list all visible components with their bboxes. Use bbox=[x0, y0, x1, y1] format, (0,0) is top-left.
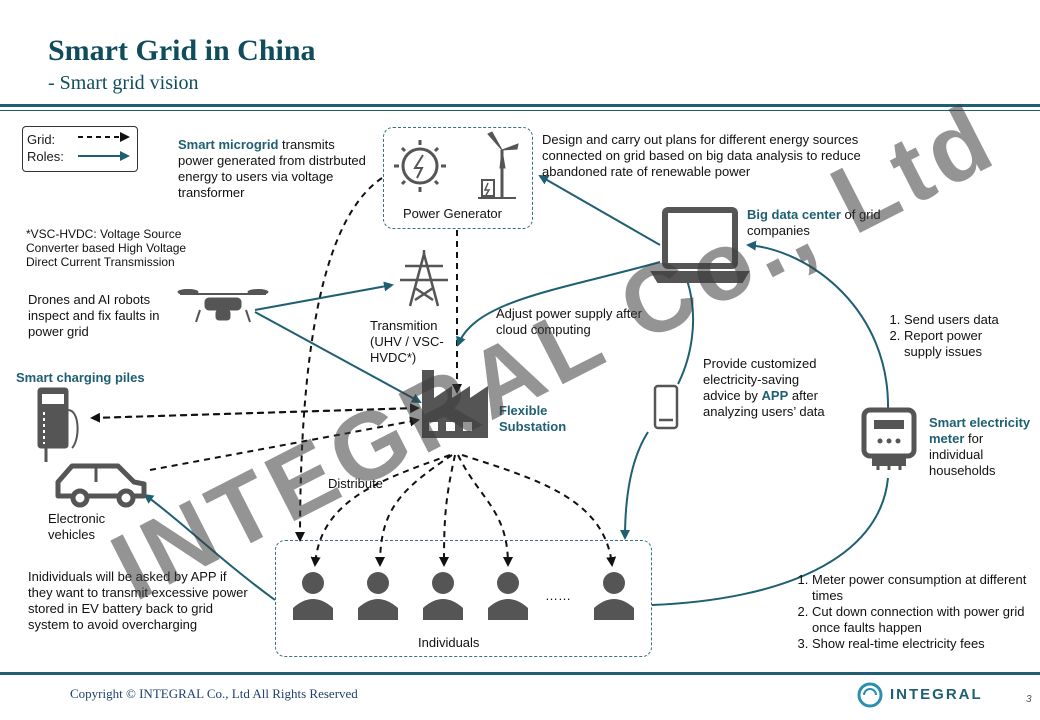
app-annotation: Provide customized electricity-saving ad… bbox=[703, 356, 838, 420]
person-icon bbox=[423, 572, 463, 620]
list-item: Show real-time electricity fees bbox=[812, 636, 1033, 652]
footer-divider bbox=[0, 672, 1040, 675]
smart-meter-icon bbox=[861, 407, 917, 470]
car-icon bbox=[55, 463, 147, 508]
legend-roles-label: Roles: bbox=[27, 149, 64, 164]
microgrid-term: Smart microgrid bbox=[178, 137, 279, 152]
role-arrow-meter-bigdata bbox=[746, 240, 890, 411]
transmission-label: Transmition (UHV / VSC-HVDC*) bbox=[370, 318, 444, 365]
distribute-label: Distribute bbox=[328, 476, 383, 491]
role-arrow-bigdata-substation bbox=[456, 261, 661, 347]
sun-icon bbox=[394, 140, 446, 192]
microgrid-description: transmits power generated from distrbute… bbox=[178, 137, 366, 200]
substation-icon bbox=[422, 370, 488, 438]
vsc-hvdc-note: *VSC-HVDC: Voltage Source Converter base… bbox=[26, 227, 187, 269]
app-annotation-post: after analyzing users’ data bbox=[703, 388, 825, 419]
legend-grid-label: Grid: bbox=[27, 132, 56, 147]
ev-annotation: Inidividuals will be asked by APP if the… bbox=[28, 569, 248, 632]
smart-meter-label: Smart electricity meter for individual h… bbox=[929, 415, 1034, 479]
person-icons bbox=[293, 572, 634, 620]
person-icon bbox=[488, 572, 528, 620]
legend: Grid: Roles: bbox=[22, 126, 138, 172]
smart-meter-rest: for individual households bbox=[929, 431, 996, 478]
role-arrow-bigdata-generator bbox=[538, 175, 661, 246]
header-divider bbox=[0, 104, 1040, 107]
grid-arrow-distribute-5 bbox=[461, 454, 617, 567]
list-item: Cut down connection with power grid once… bbox=[812, 604, 1033, 636]
list-item: Send users data bbox=[904, 312, 1020, 328]
page-subtitle: - Smart grid vision bbox=[48, 72, 199, 94]
individuals-ellipsis: …… bbox=[545, 588, 571, 603]
individuals-label: Individuals bbox=[418, 635, 480, 650]
role-arrow-drone-transmission bbox=[254, 281, 394, 311]
charging-piles-term: Smart charging piles bbox=[16, 370, 145, 385]
role-arrow-individuals-ev bbox=[143, 493, 276, 601]
drone-icon bbox=[177, 289, 269, 323]
phone-icon bbox=[653, 384, 679, 430]
app-annotation-pre: Provide customized electricity-saving ad… bbox=[703, 356, 817, 403]
footer-copyright: Copyright © INTEGRAL Co., Ltd All Rights… bbox=[70, 686, 358, 701]
laptop-icon bbox=[650, 207, 750, 283]
person-icon bbox=[594, 572, 634, 620]
ev-label: Electronic vehicles bbox=[48, 511, 106, 542]
grid-arrow-microgrid-individuals bbox=[295, 177, 383, 542]
drones-annotation: Drones and AI robots inspect and fix fau… bbox=[28, 292, 160, 339]
grid-arrow-ev-substation bbox=[149, 416, 420, 471]
substation-label: Flexible Substation bbox=[499, 403, 589, 435]
design-annotation: Design and carry out plans for different… bbox=[542, 132, 861, 179]
transmission-tower-icon bbox=[400, 250, 448, 307]
big-data-center-label: Big data center of grid companies bbox=[747, 207, 887, 239]
power-generator-box bbox=[383, 127, 533, 229]
grid-arrow-distribute-3 bbox=[439, 454, 456, 567]
page-title: Smart Grid in China bbox=[48, 34, 316, 67]
list-item: Report power supply issues bbox=[904, 328, 1020, 360]
wind-turbine-icon bbox=[478, 131, 519, 199]
big-data-center-rest: of grid companies bbox=[747, 207, 881, 238]
person-icon bbox=[293, 572, 333, 620]
role-arrow-bigdata-phone bbox=[677, 279, 695, 385]
list-item: Meter power consumption at different tim… bbox=[812, 572, 1033, 604]
grid-arrow-distribute-2 bbox=[375, 454, 453, 567]
power-generator-label: Power Generator bbox=[403, 206, 502, 221]
footer-logo-text: INTEGRAL bbox=[890, 686, 983, 703]
grid-arrow-distribute-1 bbox=[310, 454, 451, 567]
meter-data-list: Send users data Report power supply issu… bbox=[880, 312, 1020, 360]
header-divider-thin bbox=[0, 110, 1040, 111]
role-arrow-drone-substation bbox=[254, 311, 422, 403]
role-arrow-meter-individuals bbox=[651, 477, 889, 606]
page-number: 3 bbox=[1026, 694, 1032, 705]
grid-arrow-distribute-4 bbox=[457, 454, 513, 567]
app-term: APP bbox=[761, 388, 789, 403]
big-data-center-term: Big data center bbox=[747, 207, 841, 222]
smart-meter-term: Smart electricity meter bbox=[929, 415, 1031, 446]
adjust-annotation: Adjust power supply after cloud computin… bbox=[496, 306, 642, 337]
charging-piles-label: Smart charging piles bbox=[16, 370, 145, 386]
integral-logo-icon bbox=[857, 682, 883, 708]
microgrid-annotation: Smart microgrid transmits power generate… bbox=[178, 137, 368, 201]
charging-pile-icon bbox=[37, 387, 79, 462]
individuals-box bbox=[275, 540, 652, 657]
person-icon bbox=[358, 572, 398, 620]
substation-term: Flexible Substation bbox=[499, 403, 567, 434]
consumption-list: Meter power consumption at different tim… bbox=[788, 572, 1033, 652]
role-arrow-phone-individuals bbox=[620, 431, 649, 540]
